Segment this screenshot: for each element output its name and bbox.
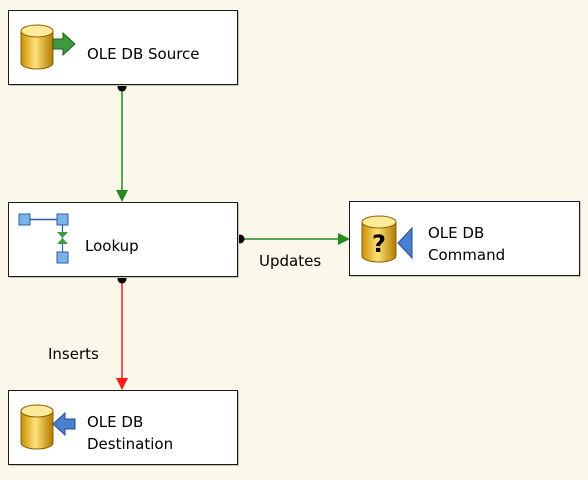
node-ole-db-command[interactable]: ? OLE DB Command (349, 201, 580, 276)
edge-source-to-lookup[interactable] (116, 82, 128, 203)
node-label-line1: OLE DB (428, 224, 485, 242)
database-input-icon (19, 403, 77, 459)
lookup-transform-icon (17, 210, 73, 270)
edge-lookup-to-command[interactable] (235, 233, 351, 245)
svg-text:?: ? (372, 230, 386, 258)
database-output-icon (19, 23, 77, 79)
node-ole-db-source[interactable]: OLE DB Source (8, 10, 238, 85)
arrowhead (116, 378, 128, 390)
node-label-line2: Command (428, 246, 506, 264)
node-label: OLE DB Source (87, 45, 200, 63)
node-label-line2: Destination (87, 435, 174, 453)
edge-label-updates: Updates (259, 252, 322, 270)
edge-label-inserts: Inserts (48, 345, 99, 363)
node-ole-db-destination[interactable]: OLE DB Destination (8, 390, 238, 465)
node-lookup[interactable]: Lookup (8, 202, 238, 277)
database-command-icon: ? (360, 214, 418, 274)
edge-lookup-to-destination[interactable] (116, 274, 128, 391)
node-label-line1: OLE DB (87, 413, 144, 431)
arrowhead (116, 190, 128, 202)
arrowhead (338, 233, 350, 245)
node-label: Lookup (85, 237, 139, 255)
